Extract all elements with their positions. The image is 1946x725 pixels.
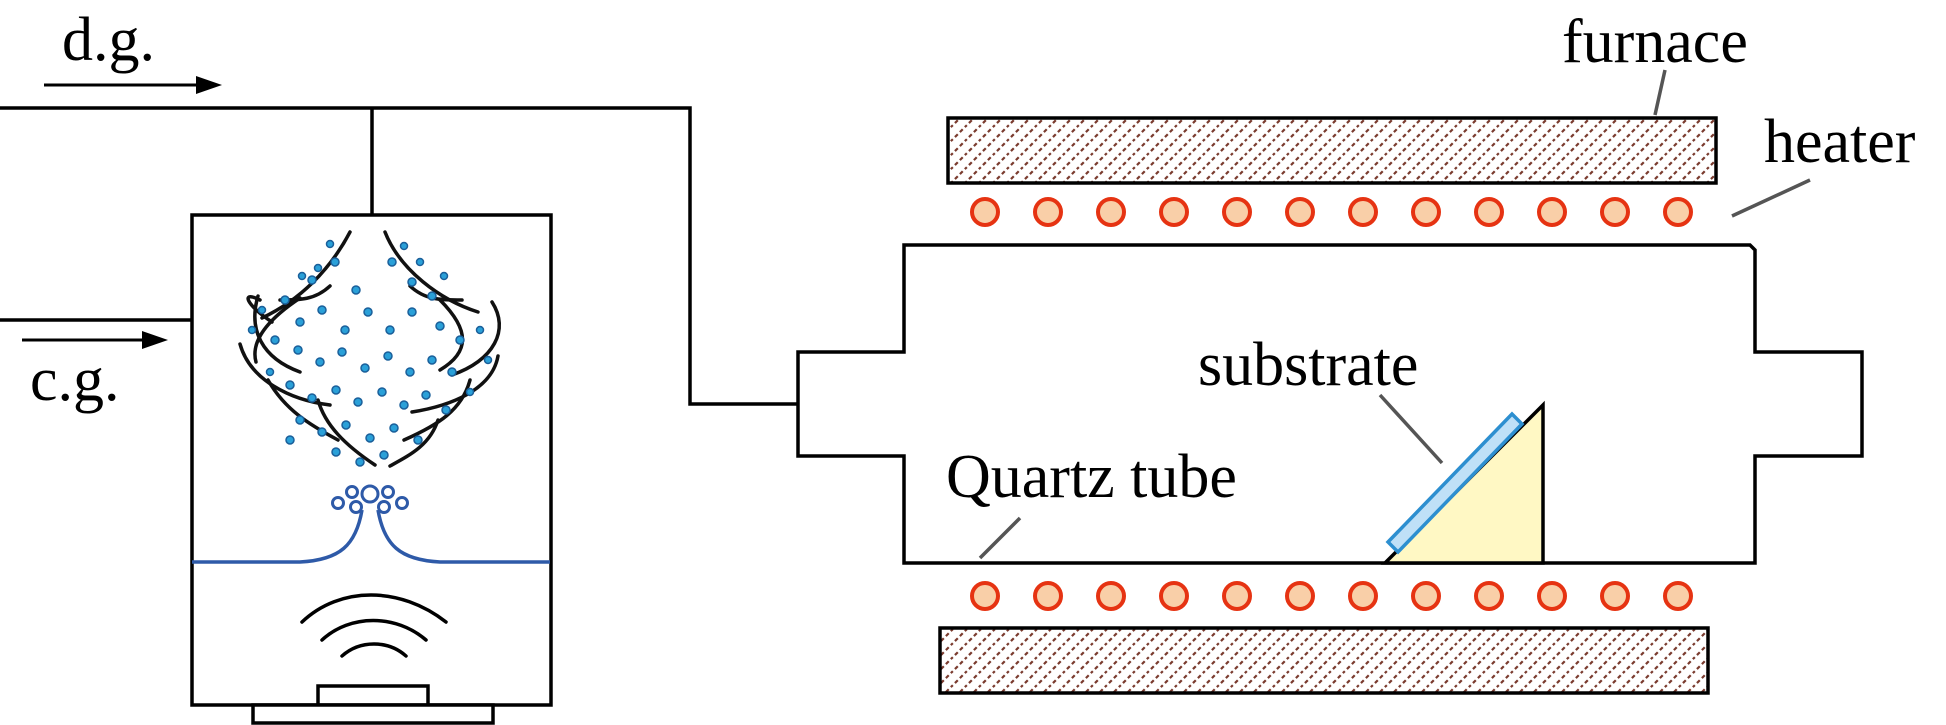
gas-lines: [0, 106, 798, 406]
heater-row-top: [970, 197, 1693, 227]
furnace-bottom-block: [938, 626, 1710, 695]
quartz-tube: [796, 243, 1864, 565]
chamber-wall: [190, 213, 553, 707]
nebulizer-chamber: [190, 213, 553, 725]
quartz-tube-leader: [978, 516, 1022, 560]
substrate-label: substrate: [1198, 331, 1418, 399]
carrier-gas-label: c.g.: [30, 346, 120, 414]
furnace-top-block: [946, 116, 1718, 185]
dg-arrow: [44, 76, 222, 94]
transducer: [316, 684, 430, 707]
mist-droplets: [247, 239, 493, 467]
liquid-surface: [192, 509, 550, 564]
cg-arrow: [22, 331, 168, 349]
furnace-leader: [1653, 69, 1667, 116]
substrate: [1385, 411, 1525, 555]
heater-row-bottom: [970, 581, 1693, 611]
furnace: [938, 116, 1718, 695]
ultrasonic-waves: [300, 593, 448, 658]
transducer-base: [251, 703, 495, 725]
substrate-leader: [1378, 393, 1444, 465]
dilution-gas-line: [0, 106, 798, 406]
heater-label: heater: [1764, 108, 1916, 176]
leader-lines: [978, 69, 1811, 560]
furnace-label: furnace: [1562, 8, 1748, 76]
heater-leader: [1731, 178, 1811, 218]
dilution-gas-label: d.g.: [62, 6, 155, 74]
bubbles: [331, 484, 409, 514]
quartz-tube-label: Quartz tube: [946, 443, 1237, 511]
